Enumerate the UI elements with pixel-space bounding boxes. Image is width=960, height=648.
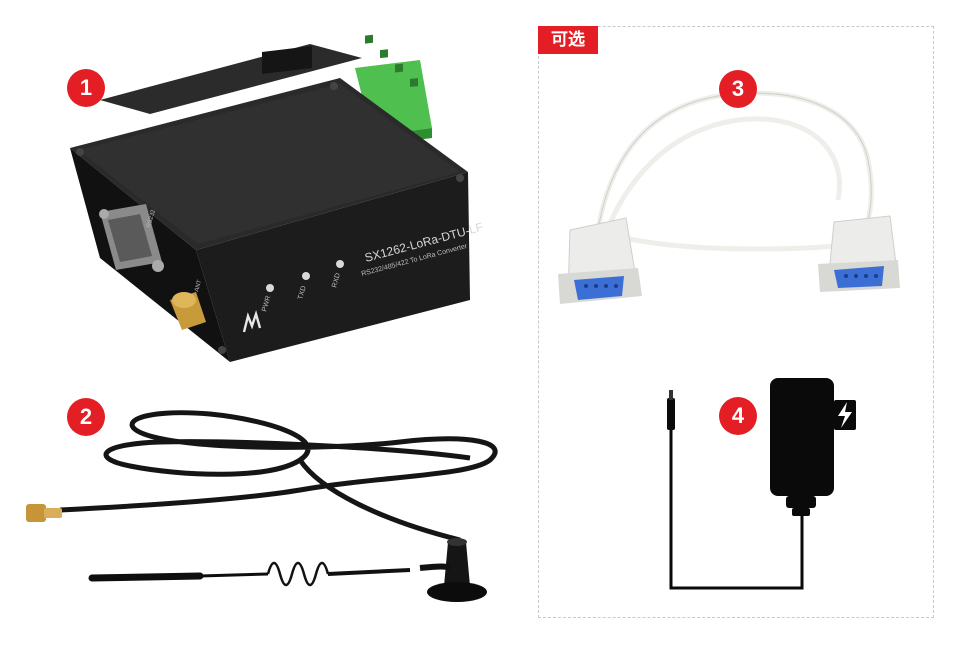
db9-serial-cable xyxy=(558,90,900,304)
db9-female-right xyxy=(818,215,900,292)
serial-cable-loop xyxy=(595,90,874,252)
antenna-magnetic-base xyxy=(419,538,487,602)
status-leds: PWR TXD RXD xyxy=(261,260,344,313)
antenna-cable xyxy=(59,410,498,543)
adapter-body xyxy=(770,378,856,516)
lora-dtu-device: PWR TXD RXD RS232 ANT SX1262-LoRa-DTU-LF… xyxy=(70,34,485,362)
magnetic-antenna xyxy=(26,410,498,602)
led-label-rxd: RXD xyxy=(331,272,342,288)
optional-accessories-panel xyxy=(538,26,934,618)
lightning-icon xyxy=(838,402,852,428)
led-label-txd: TXD xyxy=(297,285,308,300)
item-badge-2: 2 xyxy=(67,398,105,436)
antenna-connector xyxy=(170,292,206,330)
item-badge-4: 4 xyxy=(719,397,757,435)
port-label-ant: ANT xyxy=(194,279,203,293)
antenna-whip xyxy=(88,561,411,587)
port-label-rs232: RS232 xyxy=(146,209,157,229)
adapter-cable xyxy=(669,430,804,590)
optional-tag: 可选 xyxy=(538,26,598,54)
item-badge-3: 3 xyxy=(719,70,757,108)
sma-connector xyxy=(26,504,62,522)
rs232-port xyxy=(99,204,164,272)
power-adapter xyxy=(667,378,856,590)
dc-plug xyxy=(667,390,675,430)
brand-logo xyxy=(242,309,262,333)
item-badge-1: 1 xyxy=(67,69,105,107)
db9-female-left xyxy=(558,217,642,304)
led-label-pwr: PWR xyxy=(261,295,272,313)
